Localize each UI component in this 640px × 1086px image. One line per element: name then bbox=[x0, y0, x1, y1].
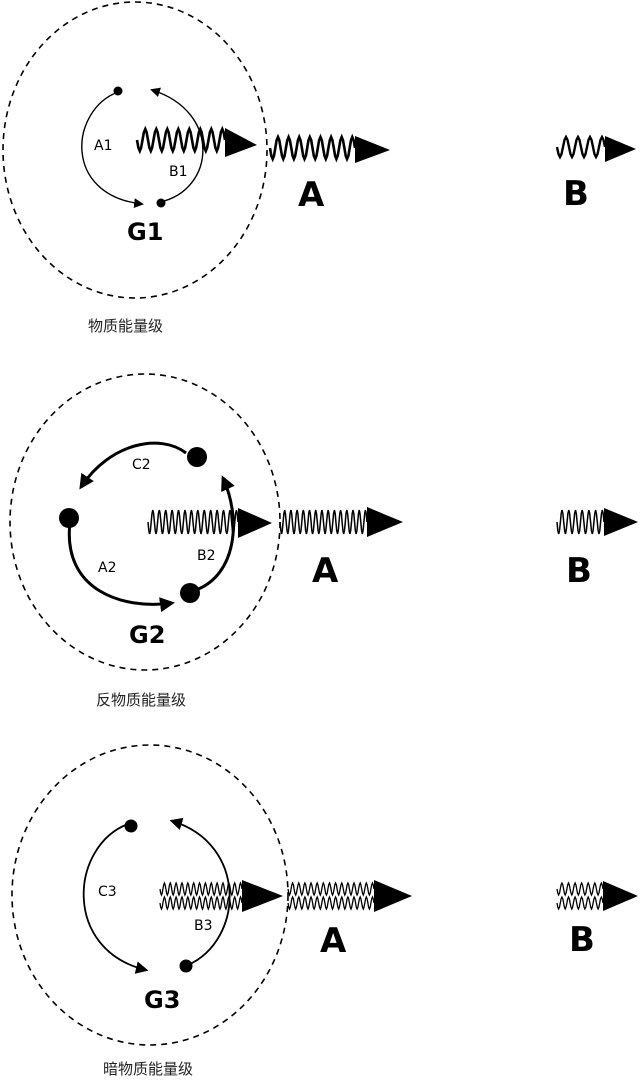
node-dot bbox=[59, 508, 79, 528]
label-b: B bbox=[566, 551, 592, 591]
wave-arrowhead bbox=[367, 507, 403, 537]
wave-line bbox=[287, 895, 375, 911]
arc-label-b2: B2 bbox=[197, 548, 216, 564]
wave-arrowhead bbox=[242, 880, 283, 912]
caption-1: 物质能量级 bbox=[88, 317, 163, 335]
arc-label-c3: C3 bbox=[98, 884, 117, 900]
node-dot bbox=[180, 583, 200, 603]
label-a: A bbox=[320, 921, 347, 961]
caption-3: 暗物质能量级 bbox=[103, 1060, 193, 1078]
wave-line bbox=[268, 133, 357, 163]
wave-arrowhead bbox=[238, 508, 272, 538]
group-label-g3: G3 bbox=[144, 986, 180, 1014]
arc-a1 bbox=[81, 91, 144, 208]
wave-line bbox=[555, 134, 607, 160]
arc-label-a1: A1 bbox=[94, 138, 112, 154]
caption-2: 反物质能量级 bbox=[96, 691, 186, 709]
label-b: B bbox=[563, 174, 589, 214]
wave-arrowhead bbox=[603, 881, 638, 911]
arc-b1 bbox=[150, 87, 204, 203]
arc-label-a2: A2 bbox=[98, 560, 116, 576]
arc-c3 bbox=[82, 823, 149, 974]
wave-arrowhead bbox=[374, 880, 412, 912]
panel-matter: A1 B1 A B G1 物质能量级 bbox=[2, 1, 636, 335]
arc-label-b3: B3 bbox=[194, 918, 213, 934]
arc-label-c2: C2 bbox=[132, 457, 151, 473]
label-a: A bbox=[298, 175, 325, 215]
arc-c2 bbox=[79, 441, 187, 490]
node-dot bbox=[124, 819, 138, 833]
node-dot bbox=[156, 198, 166, 208]
wave-line bbox=[159, 881, 243, 897]
wave-line bbox=[159, 895, 243, 911]
panel-antimatter: C2 A2 B2 A B G2 反物质能量级 bbox=[9, 373, 638, 709]
node-dot bbox=[113, 86, 123, 96]
wave-line bbox=[279, 509, 368, 535]
wave-line bbox=[556, 509, 605, 535]
arc-label-b1: B1 bbox=[169, 164, 188, 180]
wave-line bbox=[135, 125, 227, 155]
wave-line bbox=[556, 881, 604, 897]
wave-line bbox=[556, 895, 604, 911]
wave-line bbox=[287, 881, 375, 897]
group-label-g2: G2 bbox=[129, 621, 165, 649]
arc-a2 bbox=[67, 521, 175, 613]
wave-arrowhead bbox=[355, 136, 390, 163]
boundary-circle-1 bbox=[2, 1, 268, 299]
wave-arrowhead bbox=[605, 136, 636, 162]
node-dot bbox=[179, 959, 193, 973]
arc-b3 bbox=[169, 817, 231, 966]
panel-dark-matter: C3 B3 A B G3 暗物质能量级 bbox=[11, 744, 638, 1078]
label-b: B bbox=[569, 920, 595, 960]
group-label-g1: G1 bbox=[127, 218, 163, 246]
label-a: A bbox=[312, 551, 339, 591]
boundary-circle-3 bbox=[11, 744, 289, 1046]
wave-arrowhead bbox=[604, 508, 638, 536]
arc-b2 bbox=[195, 475, 235, 592]
wave-line bbox=[147, 509, 239, 535]
wave-arrowhead bbox=[225, 128, 257, 157]
node-dot bbox=[187, 447, 207, 467]
